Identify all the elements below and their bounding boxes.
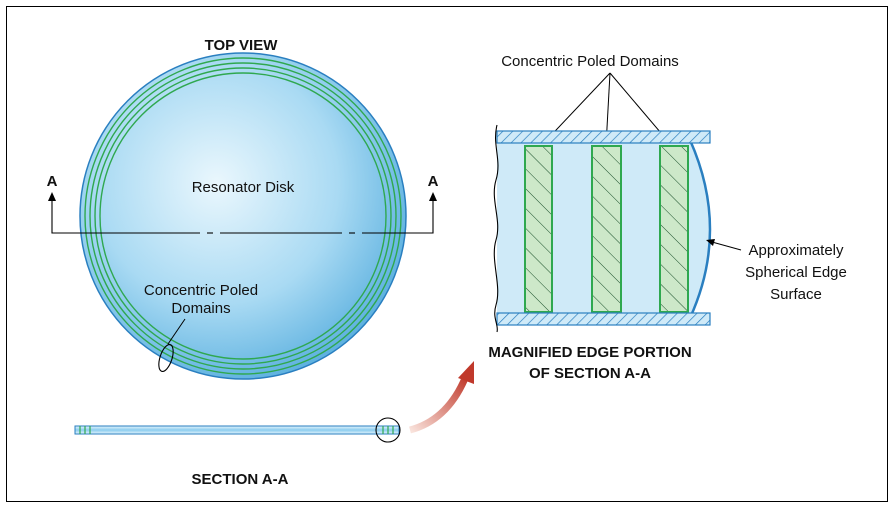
concentric-poled-domain-rings (84, 57, 402, 375)
section-arrow-left (48, 192, 56, 201)
edge-surface-label-line3: Surface (770, 286, 822, 303)
edge-surface-label-line2: Spherical Edge (745, 264, 847, 281)
magnify-arrow (409, 361, 474, 434)
resonator-disk-label: Resonator Disk (192, 179, 295, 196)
section-line (51, 196, 434, 234)
figure-frame (6, 6, 888, 502)
spherical-edge-surface (688, 139, 712, 319)
section-marker-right: A (428, 173, 439, 190)
magnified-title-line1: MAGNIFIED EDGE PORTION (488, 344, 691, 361)
section-title: SECTION A-A (192, 471, 289, 488)
magnified-title-line2: OF SECTION A-A (529, 365, 651, 382)
edge-surface-arrowhead (706, 239, 715, 246)
edge-surface-label-line1: Approximately (748, 242, 844, 259)
magnified-domains-label: Concentric Poled Domains (501, 53, 679, 70)
poled-domain-bands (524, 145, 689, 313)
top-plate (496, 130, 711, 144)
section-marker-left: A (47, 173, 58, 190)
magnified-edge-section (493, 124, 712, 333)
poled-domains-leader (167, 318, 186, 345)
poled-domains-label-line2: Domains (171, 300, 230, 317)
edge-surface-leader (711, 241, 742, 251)
bottom-plate (496, 312, 711, 326)
top-view-title: TOP VIEW (205, 37, 279, 54)
resonator-disk (79, 52, 407, 380)
break-line (493, 124, 499, 333)
section-edge-highlight-circle (375, 417, 401, 443)
poled-domains-highlight-ellipse (158, 344, 174, 372)
section-bar (74, 425, 400, 435)
poled-domains-label-line1: Concentric Poled (144, 282, 258, 299)
section-arrow-right (429, 192, 437, 201)
